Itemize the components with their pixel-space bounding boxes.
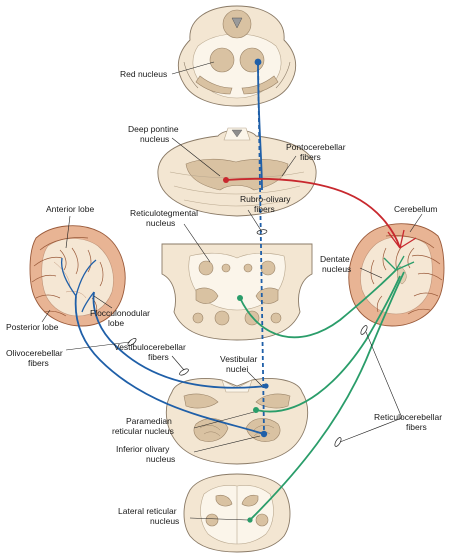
label-vestibulocerebellar-1: Vestibulocerebellar bbox=[114, 342, 186, 352]
label-pontocerebellar-2: fibers bbox=[300, 152, 321, 162]
red-nucleus-left bbox=[209, 47, 235, 73]
upper-medulla-section bbox=[161, 243, 313, 341]
olivary-medulla-section bbox=[165, 378, 309, 465]
label-reticulotegmental-1: Reticulotegmental bbox=[130, 208, 198, 218]
reticulocerebellar-path-lower bbox=[249, 271, 405, 521]
label-deep-pontine-2: nucleus bbox=[140, 134, 169, 144]
label-reticulocerebellar-2: fibers bbox=[406, 422, 427, 432]
label-reticulotegmental-2: nucleus bbox=[146, 218, 175, 228]
label-reticulocerebellar-1: Reticulocerebellar bbox=[374, 412, 442, 422]
midbrain-section bbox=[177, 5, 297, 107]
label-paramedian-2: reticular nucleus bbox=[112, 426, 174, 436]
label-dentate-2: nucleus bbox=[322, 264, 351, 274]
label-rubro-olivary-2: fibers bbox=[254, 204, 275, 214]
label-olivocerebellar-2: fibers bbox=[28, 358, 49, 368]
vestibulocerebellar-pathway bbox=[92, 291, 267, 389]
label-flocculonodular-1: Flocculonodular bbox=[90, 308, 150, 318]
label-vestibulocerebellar-2: fibers bbox=[148, 352, 169, 362]
label-lateral-reticular-2: nucleus bbox=[150, 516, 179, 526]
label-paramedian-1: Paramedian bbox=[126, 416, 172, 426]
label-anterior-lobe: Anterior lobe bbox=[46, 204, 94, 214]
label-lateral-reticular-1: Lateral reticular bbox=[118, 506, 177, 516]
label-vestibular-1: Vestibular bbox=[220, 354, 257, 364]
label-flocculonodular-2: lobe bbox=[108, 318, 124, 328]
rubro-olivary-pathway-dashed bbox=[257, 61, 265, 433]
label-red-nucleus: Red nucleus bbox=[120, 69, 167, 79]
label-olivocerebellar-1: Olivocerebellar bbox=[6, 348, 63, 358]
label-rubro-olivary-1: Rubro-olivary bbox=[240, 194, 291, 204]
reticulocerebellar-path-upper bbox=[239, 269, 397, 339]
lower-medulla-section bbox=[183, 473, 291, 553]
red-nucleus-dot bbox=[254, 58, 262, 66]
label-cerebellum: Cerebellum bbox=[394, 204, 437, 214]
label-dentate-1: Dentate bbox=[320, 254, 350, 264]
right-cerebellum bbox=[348, 223, 445, 327]
label-posterior-lobe: Posterior lobe bbox=[6, 322, 59, 332]
pontocerebellar-pathway bbox=[225, 177, 401, 249]
olivocerebellar-pathway bbox=[74, 295, 265, 435]
label-deep-pontine-1: Deep pontine bbox=[128, 124, 179, 134]
label-vestibular-2: nuclei bbox=[226, 364, 248, 374]
label-inferior-olivary-2: nucleus bbox=[146, 454, 175, 464]
label-inferior-olivary-1: Inferior olivary bbox=[116, 444, 170, 454]
reticulocerebellar-path-middle bbox=[255, 275, 401, 413]
label-pontocerebellar-1: Pontocerebellar bbox=[286, 142, 346, 152]
